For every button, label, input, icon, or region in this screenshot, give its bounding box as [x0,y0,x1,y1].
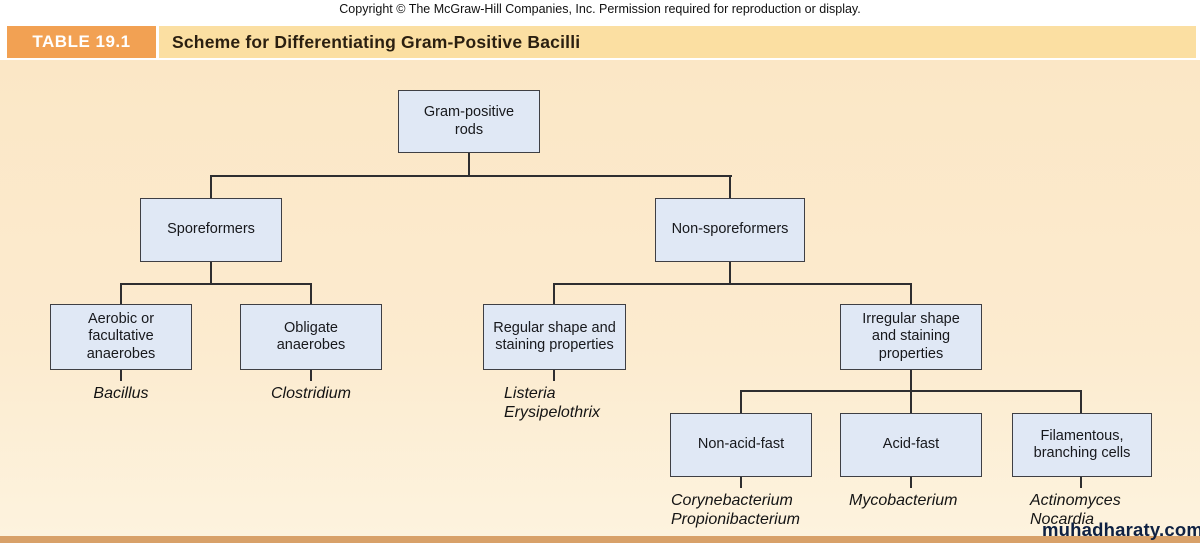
connector-line [553,283,912,285]
connector-line [910,283,912,305]
node-acid-fast: Acid-fast [840,413,982,477]
node-non-sporeformers: Non-sporeformers [655,198,805,262]
connector-tick [310,370,312,381]
node-filamentous-branching-cells: Filamentous, branching cells [1012,413,1152,477]
connector-tick [740,477,742,488]
diagram-canvas [0,60,1200,536]
connector-line [910,390,912,414]
connector-line [729,262,731,284]
table-title-bar: Scheme for Differentiating Gram-Positive… [159,26,1196,58]
connector-line [310,283,312,305]
node-non-acid-fast: Non-acid-fast [670,413,812,477]
connector-line [468,153,470,176]
copyright-text: Copyright © The McGraw-Hill Companies, I… [339,2,861,16]
bottom-border-bar [0,536,1200,543]
node-gram-positive-rods: Gram-positive rods [398,90,540,153]
node-sporeformers: Sporeformers [140,198,282,262]
connector-tick [553,370,555,381]
connector-line [210,262,212,284]
organism-label-clostridium: Clostridium [270,385,351,402]
organism-label-bacillus: Bacillus [93,385,149,402]
connector-line [553,283,555,305]
organism-label-corynebacterium-propionibacterium: Corynebacterium Propionibacterium [671,492,800,528]
connector-line [729,175,731,199]
connector-line [210,175,732,177]
connector-line [120,283,122,305]
organism-label-listeria-erysipelothrix: Listeria Erysipelothrix [504,385,601,421]
connector-tick [1080,477,1082,488]
connector-line [740,390,742,414]
node-obligate-anaerobes: Obligate anaerobes [240,304,382,370]
node-irregular-shape-staining: Irregular shape and staining properties [840,304,982,370]
connector-tick [120,370,122,381]
connector-tick [910,477,912,488]
organism-label-actinomyces-nocardia: Actinomyces Nocardia [1030,492,1121,528]
table-number-badge: TABLE 19.1 [7,26,156,58]
watermark-text: muhadharaty.com [1042,519,1200,540]
node-regular-shape-staining: Regular shape and staining properties [483,304,626,370]
connector-line [120,283,312,285]
organism-label-mycobacterium: Mycobacterium [849,492,958,509]
node-aerobic-facultative-anaerobes: Aerobic or facultative anaerobes [50,304,192,370]
connector-line [1080,390,1082,414]
connector-line [910,370,912,391]
connector-line [210,175,212,199]
table-title: Scheme for Differentiating Gram-Positive… [172,31,581,52]
